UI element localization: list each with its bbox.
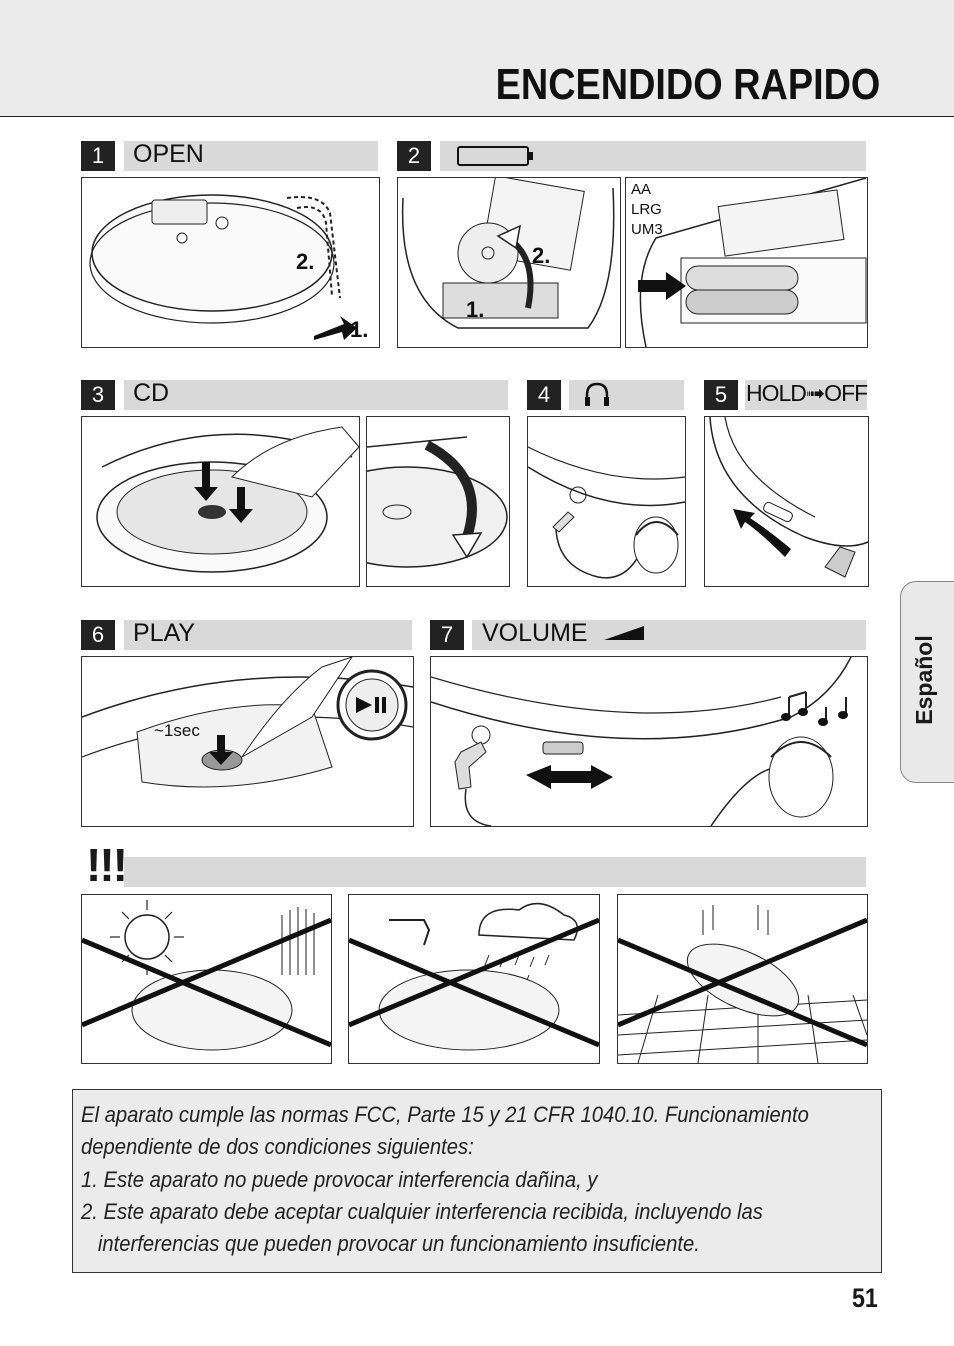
play-hint-text: ~1sec — [154, 721, 200, 740]
notice-line-3: 1. Este aparato no puede provocar interf… — [81, 1167, 598, 1192]
step-4-number: 4 — [527, 380, 561, 410]
step-6-number: 6 — [81, 620, 115, 650]
notice-line-4: 2. Este aparato debe aceptar cualquier i… — [81, 1199, 763, 1224]
warning-bar — [124, 857, 866, 887]
headphones-icon — [583, 382, 611, 413]
notice-line-2: dependiente de dos condiciones siguiente… — [81, 1134, 474, 1159]
open-lid-illustration: 2. 1. — [81, 177, 380, 348]
language-tab-label: Español — [911, 635, 937, 725]
close-lid-illustration — [366, 416, 510, 587]
warning-symbol: !!! — [86, 839, 128, 891]
page-header — [0, 0, 954, 117]
volume-control-illustration — [430, 656, 868, 827]
step-5-number: 5 — [704, 380, 738, 410]
open-step-2-marker: 2. — [296, 249, 315, 274]
step-2-number: 2 — [397, 141, 431, 171]
step-3-number: 3 — [81, 380, 115, 410]
page-number: 51 — [852, 1283, 878, 1313]
step-7-bar — [472, 620, 866, 650]
battery-type-um3: UM3 — [631, 221, 663, 238]
fcc-notice: El aparato cumple las normas FCC, Parte … — [72, 1089, 882, 1273]
notice-line-5: interferencias que pueden provocar un fu… — [81, 1231, 700, 1256]
step-5-bar — [745, 380, 867, 410]
battery-type-aa: AA — [631, 181, 652, 198]
step-3-label: CD — [133, 379, 170, 407]
hold-switch-illustration — [704, 416, 869, 587]
notice-line-1: El aparato cumple las normas FCC, Parte … — [81, 1102, 809, 1127]
battery-step-2-marker: 2. — [532, 243, 551, 268]
play-button-illustration: ~1sec — [81, 656, 414, 827]
step-6-label: PLAY — [133, 619, 196, 647]
step-7-label: VOLUME — [482, 619, 588, 647]
step-6-bar — [124, 620, 412, 650]
step-5-label: HOLD➟OFF — [746, 380, 868, 406]
insert-cd-illustration — [81, 416, 360, 587]
open-step-1-marker: 1. — [350, 317, 369, 342]
step-1-bar — [124, 141, 378, 171]
battery-insert-illustration: AA LRG UM3 — [625, 177, 868, 348]
volume-wedge-icon — [604, 625, 644, 646]
no-heat-illustration — [81, 894, 332, 1064]
step-1-number: 1 — [81, 141, 115, 171]
headphones-connect-illustration — [527, 416, 686, 587]
no-drop-illustration — [617, 894, 868, 1064]
step-1-label: OPEN — [133, 140, 204, 168]
battery-step-1-marker: 1. — [466, 297, 485, 322]
no-water-illustration — [348, 894, 600, 1064]
step-3-bar — [124, 380, 508, 410]
battery-door-illustration: 1. 2. — [397, 177, 621, 348]
battery-type-lrg: LRG — [631, 201, 662, 218]
battery-icon — [457, 146, 537, 171]
step-7-number: 7 — [430, 620, 464, 650]
language-tab: Español — [900, 581, 954, 783]
page-title: ENCENDIDO RAPIDO — [495, 60, 880, 109]
